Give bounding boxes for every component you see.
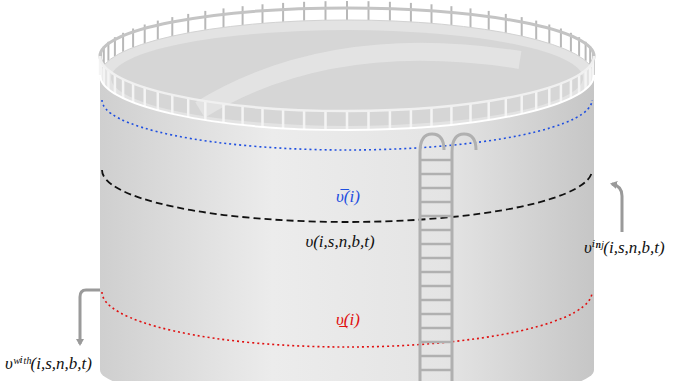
railing-post	[282, 109, 285, 128]
railing-post	[204, 101, 207, 120]
railing-post	[325, 1, 327, 20]
railing-post	[570, 79, 573, 98]
railing-post	[389, 2, 391, 21]
ladder-rung	[420, 229, 452, 232]
railing-post	[535, 91, 538, 110]
ladder-rung	[420, 369, 452, 372]
railing-post	[282, 3, 284, 22]
railing-post	[324, 111, 327, 130]
ladder-rung	[420, 187, 452, 190]
withdrawal-label: υʷⁱᵗʰ(i,s,n,b,t)	[5, 354, 92, 374]
ladder-rung	[420, 299, 452, 302]
railing-post	[346, 111, 349, 130]
injection-label: υⁱⁿʲ(i,s,n,b,t)	[584, 238, 665, 258]
railing-post	[171, 95, 174, 114]
railing-post	[450, 6, 452, 25]
ladder-rung	[420, 215, 452, 218]
railing-post	[114, 75, 117, 94]
railing-post	[157, 91, 160, 110]
railing-post	[430, 108, 433, 127]
ladder-rung	[420, 271, 452, 274]
railing-post	[389, 110, 392, 129]
railing-post	[107, 70, 110, 89]
railing-post	[122, 79, 125, 98]
railing-post	[187, 14, 189, 33]
railing-post	[469, 104, 472, 123]
railing-post	[143, 88, 146, 107]
min-level-line	[102, 292, 592, 347]
railing-post	[187, 98, 190, 117]
railing-post	[450, 106, 453, 125]
railing-post	[262, 4, 264, 23]
railing-post	[410, 109, 413, 128]
railing-post	[487, 101, 490, 120]
railing-post	[242, 6, 244, 25]
front-rail	[100, 56, 594, 111]
railing-post	[488, 11, 490, 30]
railing-post	[303, 2, 305, 21]
railing-post	[261, 108, 264, 127]
ladder-rung	[420, 173, 452, 176]
railing-post	[367, 111, 370, 130]
ladder-rung	[420, 355, 452, 358]
railing-post	[521, 17, 523, 36]
ladder-rung	[420, 159, 452, 162]
ladder-rung	[420, 313, 452, 316]
railing-post	[470, 8, 472, 27]
railing-post	[505, 98, 508, 117]
railing-post	[222, 104, 225, 123]
railing-post	[241, 106, 244, 125]
railing-post	[578, 75, 581, 94]
railing-post	[584, 70, 587, 89]
volume-label: υ(i,s,n,b,t)	[305, 232, 374, 252]
min-volume-label: υ̲(i)	[336, 310, 360, 330]
ladder-rung	[420, 201, 452, 204]
railing-post	[132, 84, 135, 103]
injection-arrow	[612, 184, 622, 232]
railing-post	[431, 4, 433, 23]
tank-roof	[100, 20, 594, 130]
tank-wall	[100, 75, 594, 381]
ladder-rung	[420, 327, 452, 330]
railing-post	[223, 8, 225, 27]
railing-post	[303, 110, 306, 129]
railing-post	[204, 11, 206, 30]
railing-post	[560, 84, 563, 103]
current-level-line	[102, 170, 592, 222]
ladder-rung	[420, 243, 452, 246]
railing-post	[505, 14, 507, 33]
ladder-rung	[420, 285, 452, 288]
railing-post	[346, 1, 348, 20]
ladder-rung	[420, 341, 452, 344]
max-level-line	[102, 100, 592, 150]
ladder	[420, 134, 476, 381]
max-volume-label: υ̅(i)	[336, 187, 360, 207]
railing-post	[548, 88, 551, 107]
railing-post	[368, 1, 370, 20]
ladder-rung	[420, 257, 452, 260]
railing-post	[410, 3, 412, 22]
withdrawal-arrow	[80, 290, 100, 344]
railing-post	[171, 17, 173, 36]
railing-post	[520, 95, 523, 114]
